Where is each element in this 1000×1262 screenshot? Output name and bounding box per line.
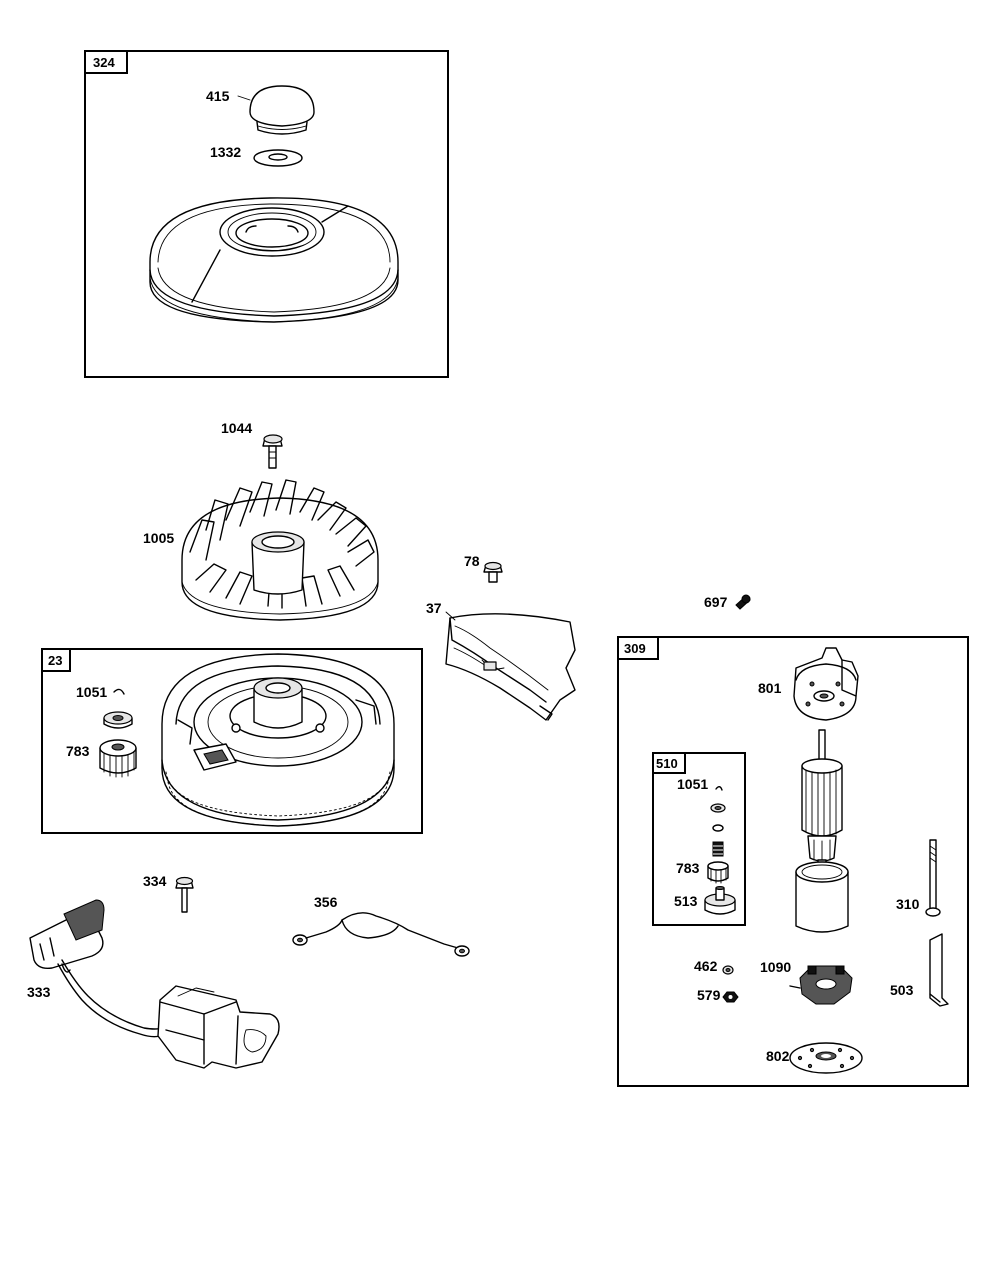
part-label-1332: 1332 <box>210 144 241 160</box>
brush-plate-1090-drawing <box>789 965 853 1005</box>
part-label-1051-b: 1051 <box>677 776 708 792</box>
part-label-1044: 1044 <box>221 420 252 436</box>
part-label-503: 503 <box>890 982 914 998</box>
gear-783a-drawing <box>99 739 137 778</box>
group-510-frame <box>652 752 746 926</box>
spring-drawing <box>712 841 724 857</box>
baffle-37-drawing <box>445 613 576 721</box>
spacer-drawing <box>103 711 133 729</box>
part-label-783-a: 783 <box>66 743 90 759</box>
group-510-tag: 510 <box>656 756 678 771</box>
drive-513-drawing <box>704 886 736 915</box>
part-label-310: 310 <box>896 896 920 912</box>
part-label-1090: 1090 <box>760 959 791 975</box>
fan-1005-drawing <box>181 479 379 621</box>
group-309: 309 801 <box>617 636 969 1087</box>
nut-579-drawing <box>722 991 739 1003</box>
cap-415-drawing <box>249 85 315 135</box>
group-324-tag: 324 <box>93 55 115 70</box>
armature-drawing <box>801 729 843 871</box>
bolt-310-drawing <box>925 839 941 917</box>
group-23: 23 <box>41 648 423 834</box>
bolt-334-drawing <box>175 876 194 913</box>
group-510: 510 1051 783 <box>652 752 746 926</box>
blower-cover-drawing <box>149 197 399 323</box>
part-label-334: 334 <box>143 873 167 889</box>
motor-housing-drawing <box>795 861 849 933</box>
ground-wire-356-drawing <box>292 912 470 957</box>
part-label-802: 802 <box>766 1048 790 1064</box>
gear-783b-drawing <box>707 861 729 884</box>
group-324-frame <box>84 50 449 378</box>
group-309-tag-box <box>617 636 659 660</box>
screw-697-drawing <box>735 594 751 610</box>
clip-drawing <box>715 786 723 791</box>
bracket-503-drawing <box>929 933 949 1007</box>
part-label-579: 579 <box>697 987 721 1003</box>
part-label-356: 356 <box>314 894 338 910</box>
group-324-tag-box <box>84 50 128 74</box>
group-309-frame <box>617 636 969 1087</box>
nut-462-drawing <box>722 965 734 975</box>
end-cap-801-drawing <box>793 647 859 721</box>
part-label-415: 415 <box>206 88 230 104</box>
group-309-tag: 309 <box>624 641 646 656</box>
part-label-37: 37 <box>426 600 442 616</box>
drive-cap-802-drawing <box>789 1042 863 1074</box>
part-label-78: 78 <box>464 553 480 569</box>
screw-78-drawing <box>483 561 503 583</box>
group-23-tag-box <box>41 648 71 672</box>
part-label-801: 801 <box>758 680 782 696</box>
part-label-783-b: 783 <box>676 860 700 876</box>
ignition-coil-333-drawing <box>29 899 280 1069</box>
collar-drawing <box>710 803 726 813</box>
part-label-513: 513 <box>674 893 698 909</box>
washer-1332-drawing <box>253 149 303 167</box>
washer-small-drawing <box>712 824 724 832</box>
group-324: 324 415 1332 <box>84 50 449 378</box>
flywheel-drawing <box>161 653 395 827</box>
part-label-462: 462 <box>694 958 718 974</box>
bolt-1044-drawing <box>262 434 283 469</box>
part-label-1005: 1005 <box>143 530 174 546</box>
group-510-tag-box <box>652 752 686 774</box>
part-label-1051-a: 1051 <box>76 684 107 700</box>
group-23-frame <box>41 648 423 834</box>
group-23-tag: 23 <box>48 653 62 668</box>
ring-1051-drawing <box>113 688 125 695</box>
part-label-333: 333 <box>27 984 51 1000</box>
part-label-697: 697 <box>704 594 728 610</box>
